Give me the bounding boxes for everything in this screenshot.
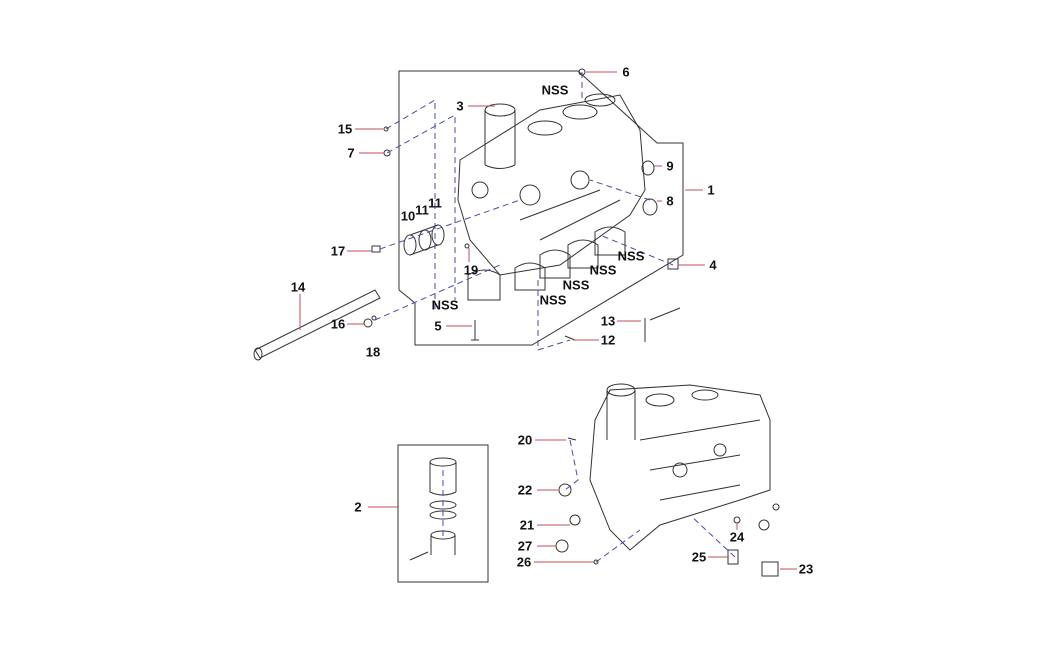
callout-11: 11 <box>428 195 442 211</box>
callout-8: 8 <box>666 193 674 209</box>
callout-11: 11 <box>415 202 429 218</box>
callout-10: 10 <box>400 208 416 224</box>
cylinder-block-group-outline <box>398 70 684 346</box>
shaft <box>254 289 381 359</box>
cylinder-block-top <box>457 93 646 276</box>
hidden-lines <box>374 72 736 563</box>
callout-1: 1 <box>707 182 715 198</box>
callout-12: 12 <box>600 332 616 348</box>
callout-3: 3 <box>456 98 464 114</box>
callout-9: 9 <box>666 158 674 174</box>
piston-assembly <box>409 457 457 561</box>
callout-23: 23 <box>798 561 814 577</box>
cylinder-block-bottom <box>589 383 771 551</box>
nss-label: NSS <box>562 277 590 293</box>
callout-6: 6 <box>622 64 630 80</box>
callout-26: 26 <box>516 554 532 570</box>
callout-22: 22 <box>517 482 533 498</box>
nss-label: NSS <box>617 248 645 264</box>
callout-15: 15 <box>337 121 353 137</box>
callout-13: 13 <box>600 313 616 329</box>
callout-20: 20 <box>517 432 533 448</box>
callout-25: 25 <box>691 549 707 565</box>
nss-label: NSS <box>539 292 567 308</box>
bearing-caps <box>467 226 626 301</box>
piston-group-box <box>397 444 489 583</box>
callout-14: 14 <box>290 279 306 295</box>
callout-2: 2 <box>354 499 362 515</box>
leader-lines <box>299 71 797 570</box>
callout-17: 17 <box>330 243 346 259</box>
callout-5: 5 <box>434 318 442 334</box>
callout-21: 21 <box>519 517 535 533</box>
callout-7: 7 <box>347 145 355 161</box>
nss-label: NSS <box>541 82 569 98</box>
nss-label: NSS <box>589 262 617 278</box>
callout-24: 24 <box>729 529 745 545</box>
callout-27: 27 <box>517 538 533 554</box>
callout-19: 19 <box>463 262 479 278</box>
nss-label: NSS <box>431 297 459 313</box>
bushings <box>403 224 445 256</box>
callout-18: 18 <box>365 344 381 360</box>
callout-4: 4 <box>709 257 717 273</box>
callout-16: 16 <box>330 316 346 332</box>
